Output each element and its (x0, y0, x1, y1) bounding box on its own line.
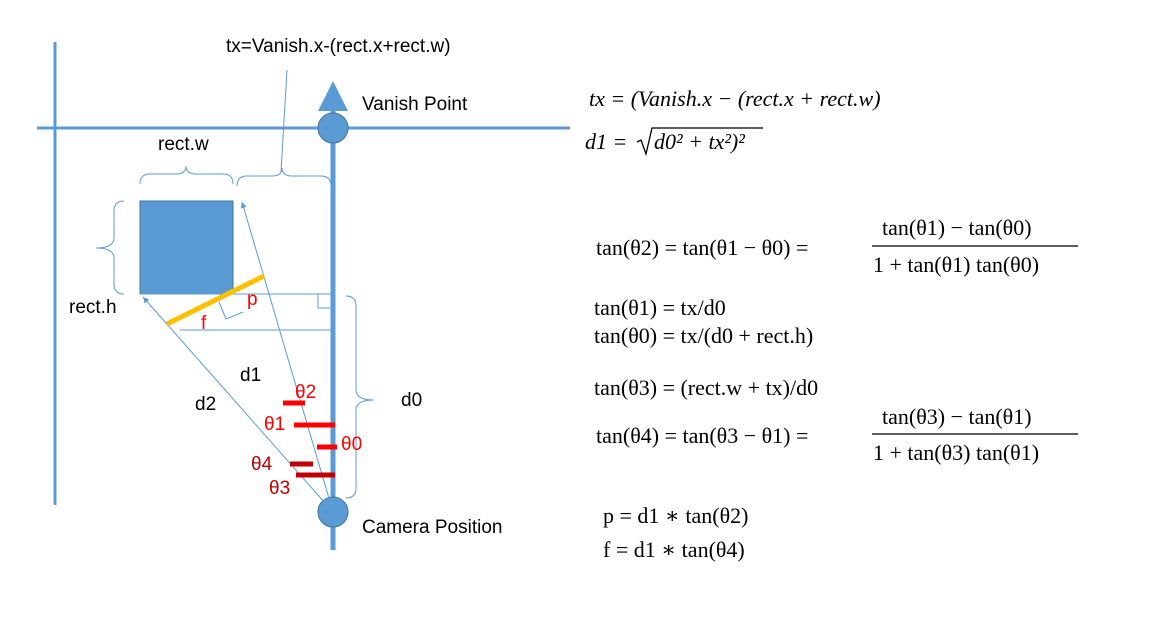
camera-position-label: Camera Position (362, 517, 502, 538)
eq-tan4-num: tan(θ3) − tan(θ1) (882, 404, 1032, 429)
rect-w-label: rect.w (158, 134, 209, 155)
eq-tan2-lhs: tan(θ2) = tan(θ1 − θ0) = (596, 235, 808, 260)
eq-f: f = d1 ∗ tan(θ4) (603, 537, 745, 562)
vanish-point-dot (317, 112, 349, 144)
brace-rect-h (95, 200, 125, 295)
eq-tan2-den: 1 + tan(θ1) tan(θ0) (873, 252, 1039, 277)
right-angle-marker-p (218, 301, 244, 320)
brace-d0 (345, 295, 375, 499)
eq-tan2-num: tan(θ1) − tan(θ0) (882, 215, 1032, 240)
theta2-label: θ2 (295, 382, 316, 403)
eq-d1-radicand: d0² + tx²)² (654, 129, 745, 154)
brace-rect-w (139, 165, 234, 185)
vanish-point-label: Vanish Point (362, 94, 468, 115)
projection-line (165, 273, 266, 327)
eq-p: p = d1 ∗ tan(θ2) (603, 503, 748, 528)
theta3-label: θ3 (269, 478, 290, 499)
right-angle-marker-axis (317, 293, 333, 309)
eq-tan4-den: 1 + tan(θ3) tan(θ1) (873, 440, 1039, 465)
rect-h-label: rect.h (69, 297, 117, 318)
theta0-label: θ0 (341, 434, 362, 455)
d1-label: d1 (240, 365, 261, 386)
eq-d1-lhs: d1 = (585, 129, 627, 154)
d0-label: d0 (401, 390, 422, 411)
ray-d1 (240, 201, 334, 513)
brace-tx (236, 167, 332, 187)
tx-caption: tx=Vanish.x-(rect.x+rect.w) (226, 36, 451, 57)
eq-tan0: tan(θ0) = tx/(d0 + rect.h) (594, 323, 813, 348)
p-label: p (247, 289, 258, 310)
f-label: f (201, 313, 207, 334)
eq-tan4-lhs: tan(θ4) = tan(θ3 − θ1) = (596, 423, 808, 448)
eq-tan3: tan(θ3) = (rect.w + tx)/d0 (594, 375, 818, 400)
theta1-label: θ1 (264, 414, 285, 435)
rect-box (139, 200, 234, 295)
tx-pointer-line (280, 69, 288, 173)
theta4-label: θ4 (251, 454, 273, 475)
eq-tan1: tan(θ1) = tx/d0 (594, 295, 726, 320)
eq-tx: tx = (Vanish.x − (rect.x + rect.w) (589, 86, 881, 111)
d2-label: d2 (195, 394, 216, 415)
sqrt-symbol (636, 127, 763, 157)
